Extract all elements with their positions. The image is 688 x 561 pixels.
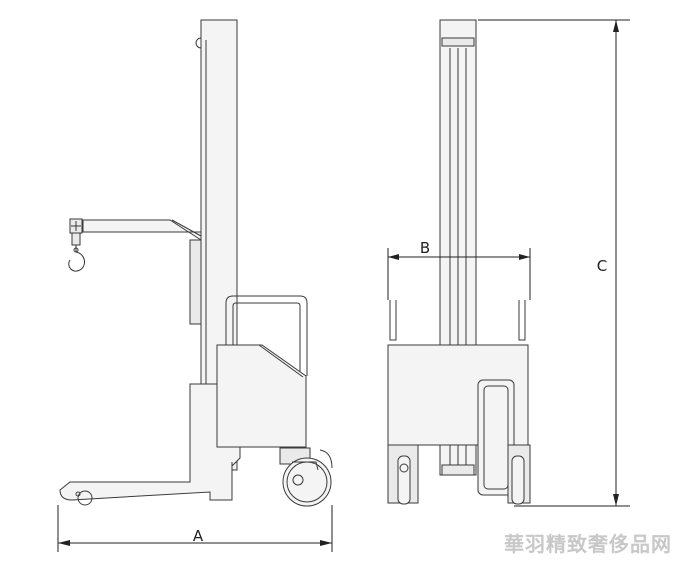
dimension-a-label: A <box>193 527 204 545</box>
dimension-b-label: B <box>420 239 430 257</box>
dimension-b <box>387 248 531 300</box>
front-left-wheel <box>387 444 419 505</box>
side-leg <box>59 383 241 501</box>
dimension-c <box>478 19 630 507</box>
front-view <box>387 19 531 505</box>
front-right-wheel <box>507 444 531 505</box>
side-view <box>59 19 333 507</box>
dimension-a <box>57 505 333 552</box>
side-body <box>216 344 307 448</box>
watermark: 華羽精致奢侈品网 <box>504 532 672 556</box>
side-handle <box>225 295 308 376</box>
dimension-c-label: C <box>597 257 607 275</box>
crane-boom <box>72 219 202 241</box>
front-battery <box>477 379 515 496</box>
crane-hook <box>68 218 85 272</box>
boom-carriage <box>189 239 202 325</box>
side-main-wheel <box>279 447 333 507</box>
